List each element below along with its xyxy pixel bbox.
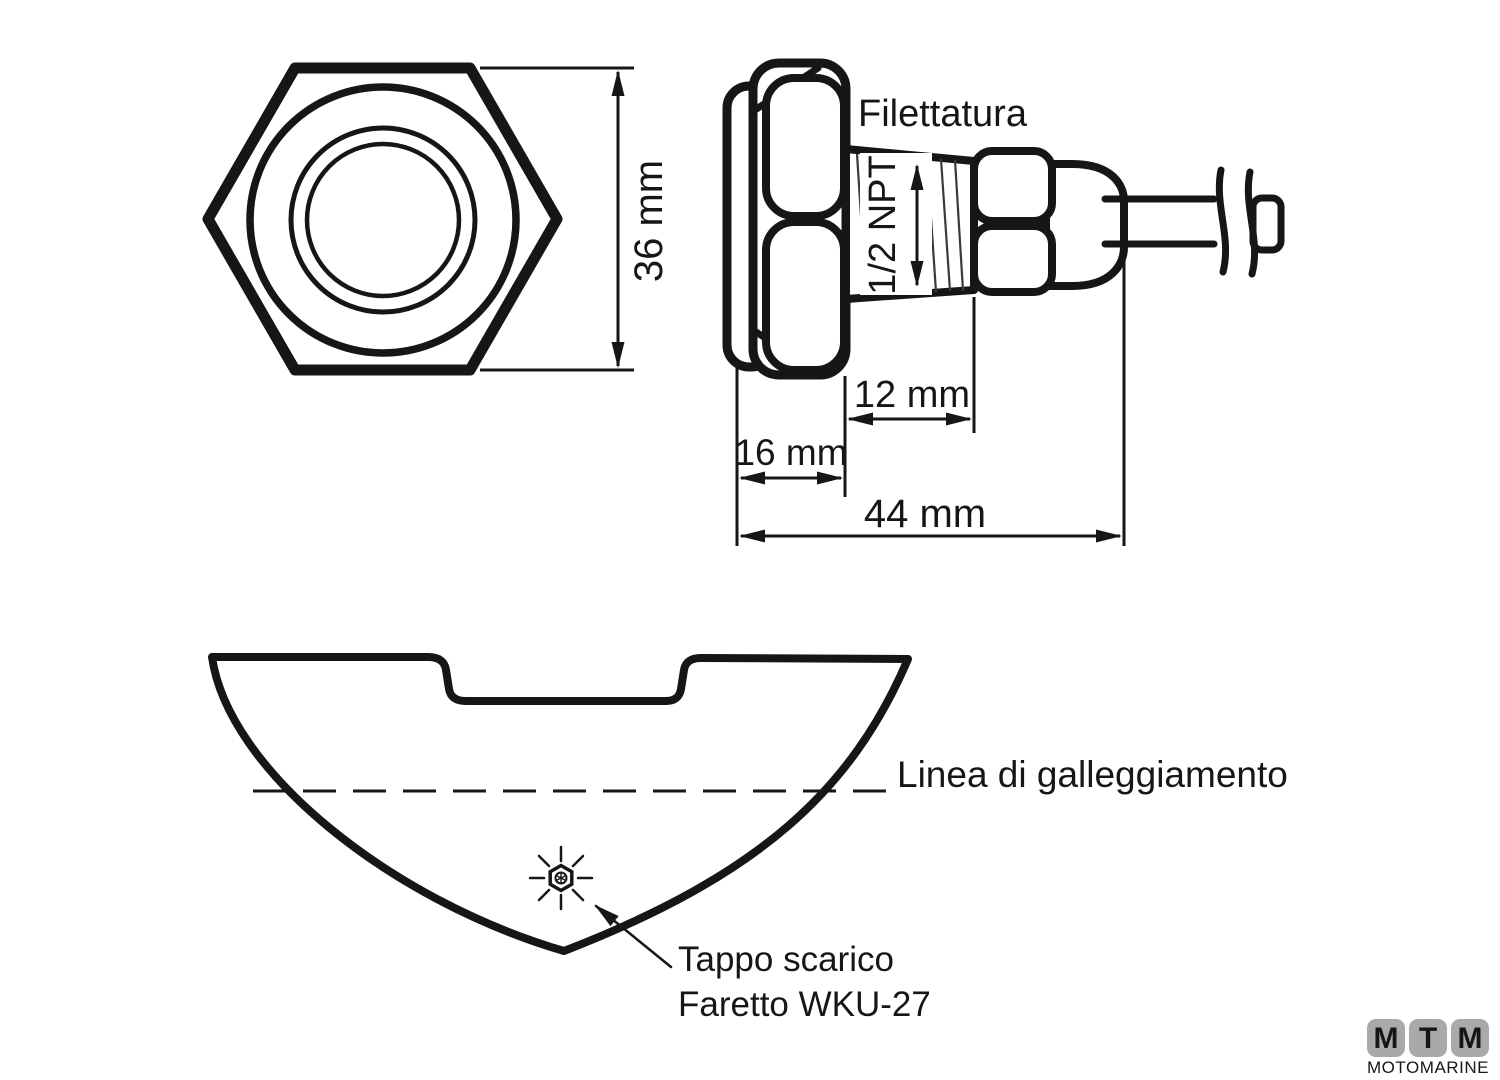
logo-letter-2: T [1419, 1022, 1437, 1055]
lens-middle-circle [288, 125, 478, 315]
waterline-label: Linea di galleggiamento [897, 754, 1288, 795]
callout-leader-arrow [594, 904, 673, 969]
logo-tile-2 [1409, 1019, 1447, 1057]
logo-letter-1: M [1374, 1022, 1399, 1055]
plug-lens-icon [554, 871, 568, 885]
head-facet-bottom [762, 218, 848, 374]
thread-callout-text: Filettatura [858, 93, 1028, 135]
callout-text-line1: Tappo scarico [678, 940, 894, 979]
thread-spec-text: 1/2 NPT [862, 155, 904, 294]
logo-letter-3: M [1458, 1022, 1483, 1055]
hex-head-outline [202, 62, 563, 376]
callout-text-line2: Faretto WKU-27 [678, 985, 931, 1024]
bezel-outer-circle [246, 83, 520, 357]
brand-logo: M T M MOTOMARINE [1367, 1019, 1489, 1077]
dim-text-36mm: 36 mm [627, 160, 671, 282]
dim-text-16mm: 16 mm [734, 432, 847, 473]
head-facet-top [762, 74, 848, 220]
hull-view: Linea di galleggiamento Tappo sca [208, 653, 1288, 1024]
side-view: 1/2 NPT Filettatura 12 mm 16 mm 44 mm [722, 58, 1285, 546]
dim-text-12mm: 12 mm [854, 374, 970, 416]
logo-tile-1 [1367, 1019, 1405, 1057]
dim-text-44mm: 44 mm [864, 492, 986, 536]
drain-plug-symbol [528, 845, 594, 911]
logo-subtitle: MOTOMARINE [1367, 1058, 1489, 1077]
shank-collar [1042, 160, 1128, 290]
nut-facet-top [970, 147, 1056, 225]
plug-lens-sparkle [556, 873, 566, 883]
glow-rays [528, 845, 594, 911]
nut-facet-bottom [970, 222, 1056, 296]
front-view: 36 mm [202, 62, 671, 376]
logo-tile-3 [1451, 1019, 1489, 1057]
break-curve-2 [1244, 168, 1259, 278]
break-curve-1 [1215, 166, 1230, 276]
hull-outline [208, 653, 912, 955]
lens-inner-circle [304, 141, 462, 299]
